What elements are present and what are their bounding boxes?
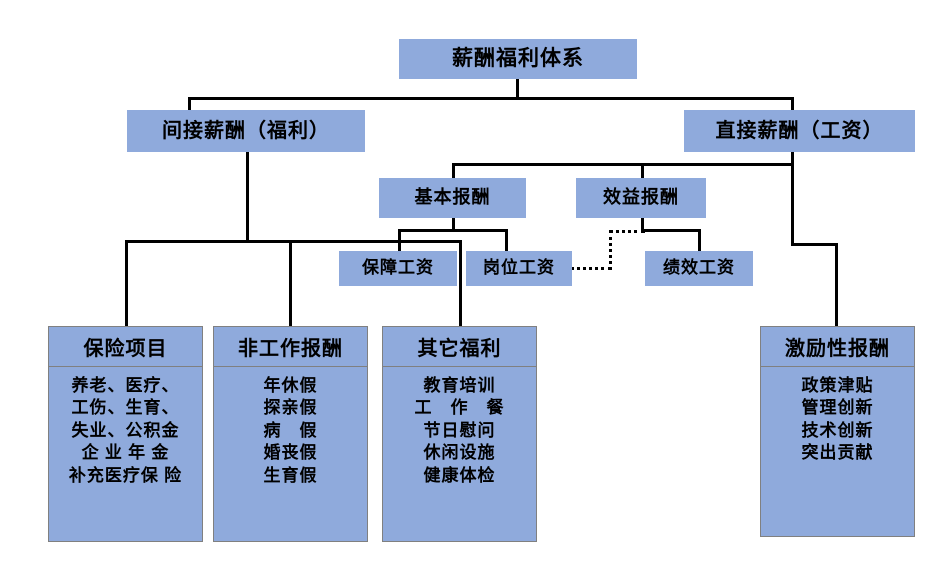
- node-indirect-compensation[interactable]: 间接薪酬（福利）: [127, 110, 365, 152]
- panel-other-benefits-header: 其它福利: [383, 327, 536, 367]
- connector-root-stem: [516, 79, 519, 99]
- panel-non-work-header: 非工作报酬: [214, 327, 367, 367]
- node-direct-compensation[interactable]: 直接薪酬（工资）: [684, 110, 915, 152]
- list-item: 工伤、生育、: [71, 398, 180, 418]
- connector-direct-right-jog: [791, 243, 838, 246]
- panel-insurance-body: 养老、医疗、 工伤、生育、 失业、公积金 企 业 年 金 补充医疗保 险: [49, 367, 202, 541]
- dotted-connector-top: [609, 230, 645, 233]
- list-item: 技术创新: [801, 420, 874, 440]
- dotted-connector-horizontal: [570, 267, 612, 270]
- list-item: 健康体检: [423, 465, 496, 485]
- panel-incentive-compensation[interactable]: 激励性报酬 政策津贴 管理创新 技术创新 突出贡献: [760, 326, 915, 537]
- connector-to-panel-insurance: [125, 240, 128, 328]
- list-item: 休闲设施: [423, 443, 496, 463]
- panel-other-benefits[interactable]: 其它福利 教育培训 工 作 餐 节日慰问 休闲设施 健康体检: [382, 326, 537, 542]
- list-item: 病 假: [263, 420, 318, 440]
- node-performance-wage[interactable]: 绩效工资: [645, 251, 753, 286]
- panel-insurance[interactable]: 保险项目 养老、医疗、 工伤、生育、 失业、公积金 企 业 年 金 补充医疗保 …: [48, 326, 203, 542]
- connector-to-direct: [791, 97, 794, 110]
- list-item: 突出贡献: [801, 443, 874, 463]
- connector-to-panel-nonwork: [289, 240, 292, 328]
- connector-to-indirect: [188, 97, 191, 110]
- node-basic-pay[interactable]: 基本报酬: [379, 178, 526, 218]
- list-item: 补充医疗保 险: [68, 465, 183, 485]
- list-item: 节日慰问: [423, 420, 496, 440]
- list-item: 失业、公积金: [71, 420, 180, 440]
- connector-to-panel-incentive: [835, 243, 838, 328]
- list-item: 管理创新: [801, 398, 874, 418]
- node-root[interactable]: 薪酬福利体系: [399, 39, 637, 79]
- connector-to-guarantee-wage: [398, 229, 401, 251]
- connector-direct-stem: [791, 152, 794, 165]
- node-benefit-pay[interactable]: 效益报酬: [576, 178, 706, 218]
- connector-basic-pay-stem: [452, 218, 455, 231]
- connector-basic-pay-bar: [398, 229, 508, 232]
- list-item: 养老、医疗、: [71, 376, 180, 395]
- list-item: 教育培训: [423, 376, 496, 395]
- connector-to-performance-wage: [698, 229, 701, 251]
- list-item: 工 作 餐: [414, 398, 505, 418]
- panel-other-benefits-body: 教育培训 工 作 餐 节日慰问 休闲设施 健康体检: [383, 367, 536, 541]
- list-item: 探亲假: [263, 398, 318, 418]
- connector-benefit-pay-bar: [641, 229, 701, 232]
- node-guarantee-wage[interactable]: 保障工资: [339, 251, 457, 286]
- dotted-connector-vertical: [609, 230, 612, 270]
- connector-to-benefit-pay: [641, 163, 644, 178]
- list-item: 婚丧假: [263, 443, 318, 463]
- connector-direct-bar: [452, 163, 794, 166]
- list-item: 企 业 年 金: [81, 443, 170, 463]
- panel-non-work-compensation[interactable]: 非工作报酬 年休假 探亲假 病 假 婚丧假 生育假: [213, 326, 368, 542]
- connector-to-panel-other: [459, 240, 462, 328]
- connector-direct-right-down: [791, 163, 794, 245]
- list-item: 生育假: [263, 465, 318, 485]
- connector-level1-bar: [188, 97, 794, 100]
- connector-indirect-stem: [246, 152, 249, 242]
- list-item: 政策津贴: [801, 376, 874, 395]
- panel-incentive-body: 政策津贴 管理创新 技术创新 突出贡献: [761, 367, 914, 536]
- list-item: 年休假: [263, 376, 318, 395]
- panel-insurance-header: 保险项目: [49, 327, 202, 367]
- connector-benefits-bar: [125, 240, 462, 243]
- connector-to-post-wage: [505, 229, 508, 251]
- panel-incentive-header: 激励性报酬: [761, 327, 914, 367]
- panel-non-work-body: 年休假 探亲假 病 假 婚丧假 生育假: [214, 367, 367, 541]
- connector-benefit-pay-stem: [641, 218, 644, 231]
- node-post-wage[interactable]: 岗位工资: [466, 251, 572, 286]
- connector-to-basic-pay: [452, 163, 455, 178]
